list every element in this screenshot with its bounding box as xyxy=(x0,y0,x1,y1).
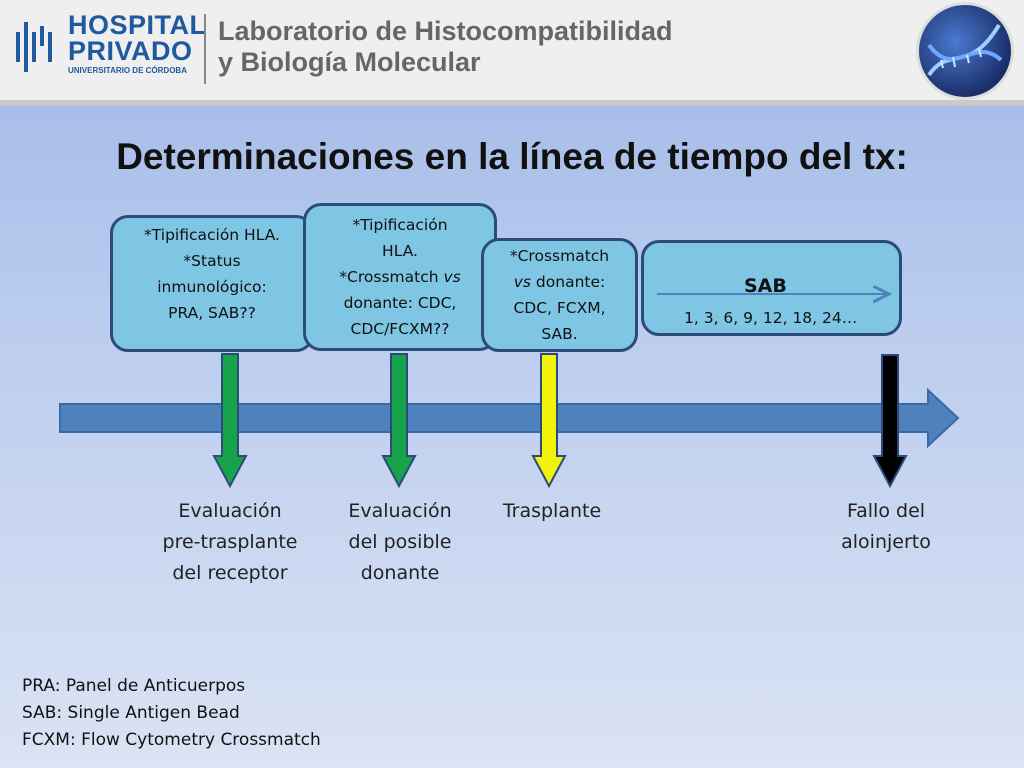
bubble-donor: *Tipificación HLA. *Crossmatch vs donant… xyxy=(303,203,497,351)
logo-subtitle: UNIVERSITARIO DE CÓRDOBA xyxy=(68,66,187,75)
sab-months: 1, 3, 6, 9, 12, 18, 24… xyxy=(684,309,858,327)
stage-arrow-graft-failure xyxy=(872,354,908,489)
stage-label-donor: Evaluación del posible donante xyxy=(348,500,452,584)
stage-arrow-donor xyxy=(381,353,417,489)
bubble-2-line-2: HLA. xyxy=(382,242,418,260)
stage-label-graft-failure: Fallo del aloinjerto xyxy=(841,500,931,553)
footnote-fcxm: FCXM: Flow Cytometry Crossmatch xyxy=(22,730,321,750)
bubble-transplant: *Crossmatch vs donante: CDC, FCXM, SAB. xyxy=(481,238,638,352)
bubble-1-line-1: *Tipificación HLA. xyxy=(144,226,280,244)
footnote-pra: PRA: Panel de Anticuerpos xyxy=(22,676,246,696)
bubble-1-line-3: inmunológico: xyxy=(157,278,267,296)
bubble-sab: SAB 1, 3, 6, 9, 12, 18, 24… xyxy=(641,240,902,336)
sab-label: SAB xyxy=(744,275,787,297)
bubble-3-line-3: CDC, FCXM, xyxy=(513,299,606,317)
bubble-3-line-4: SAB. xyxy=(541,325,578,343)
bubble-3-line-1: *Crossmatch xyxy=(509,247,610,265)
stage-label-pretransplant: Evaluación pre-trasplante del receptor xyxy=(162,500,298,584)
hospital-logo-icon xyxy=(16,22,52,72)
slide-title: Determinaciones en la línea de tiempo de… xyxy=(116,136,908,177)
dna-helix-icon xyxy=(927,23,1003,77)
stage-label-transplant: Trasplante xyxy=(502,500,602,522)
bubble-2-line-4: donante: CDC, xyxy=(343,294,457,312)
bubble-pretransplant: *Tipificación HLA. *Status inmunológico:… xyxy=(110,215,314,352)
lab-title-line-2: y Biología Molecular xyxy=(218,47,481,77)
header-banner: HOSPITAL PRIVADO UNIVERSITARIO DE CÓRDOB… xyxy=(0,0,1024,106)
sab-arrow-icon xyxy=(657,240,902,336)
stage-arrow-pretransplant xyxy=(212,353,248,489)
bubble-2-line-5: CDC/FCXM?? xyxy=(350,320,450,338)
hospital-logo-text: HOSPITAL PRIVADO xyxy=(68,10,207,66)
header-divider xyxy=(204,14,206,84)
bubble-2-line-3: *Crossmatch vs xyxy=(339,268,461,286)
lab-title: Laboratorio de Histocompatibilidad y Bio… xyxy=(218,16,673,78)
stage-arrow-transplant xyxy=(531,353,567,489)
logo-line-1: HOSPITAL xyxy=(68,10,207,40)
dna-image xyxy=(916,2,1014,100)
bubble-1-line-4: PRA, SAB?? xyxy=(168,304,256,322)
bubble-1-line-2: *Status xyxy=(183,252,241,270)
bubble-2-line-1: *Tipificación xyxy=(352,216,448,234)
lab-title-line-1: Laboratorio de Histocompatibilidad xyxy=(218,16,673,46)
logo-line-2: PRIVADO xyxy=(68,36,193,66)
footnote-sab: SAB: Single Antigen Bead xyxy=(22,703,240,723)
timeline-arrow xyxy=(59,387,960,449)
bubble-3-line-2: vs donante: xyxy=(513,273,606,291)
